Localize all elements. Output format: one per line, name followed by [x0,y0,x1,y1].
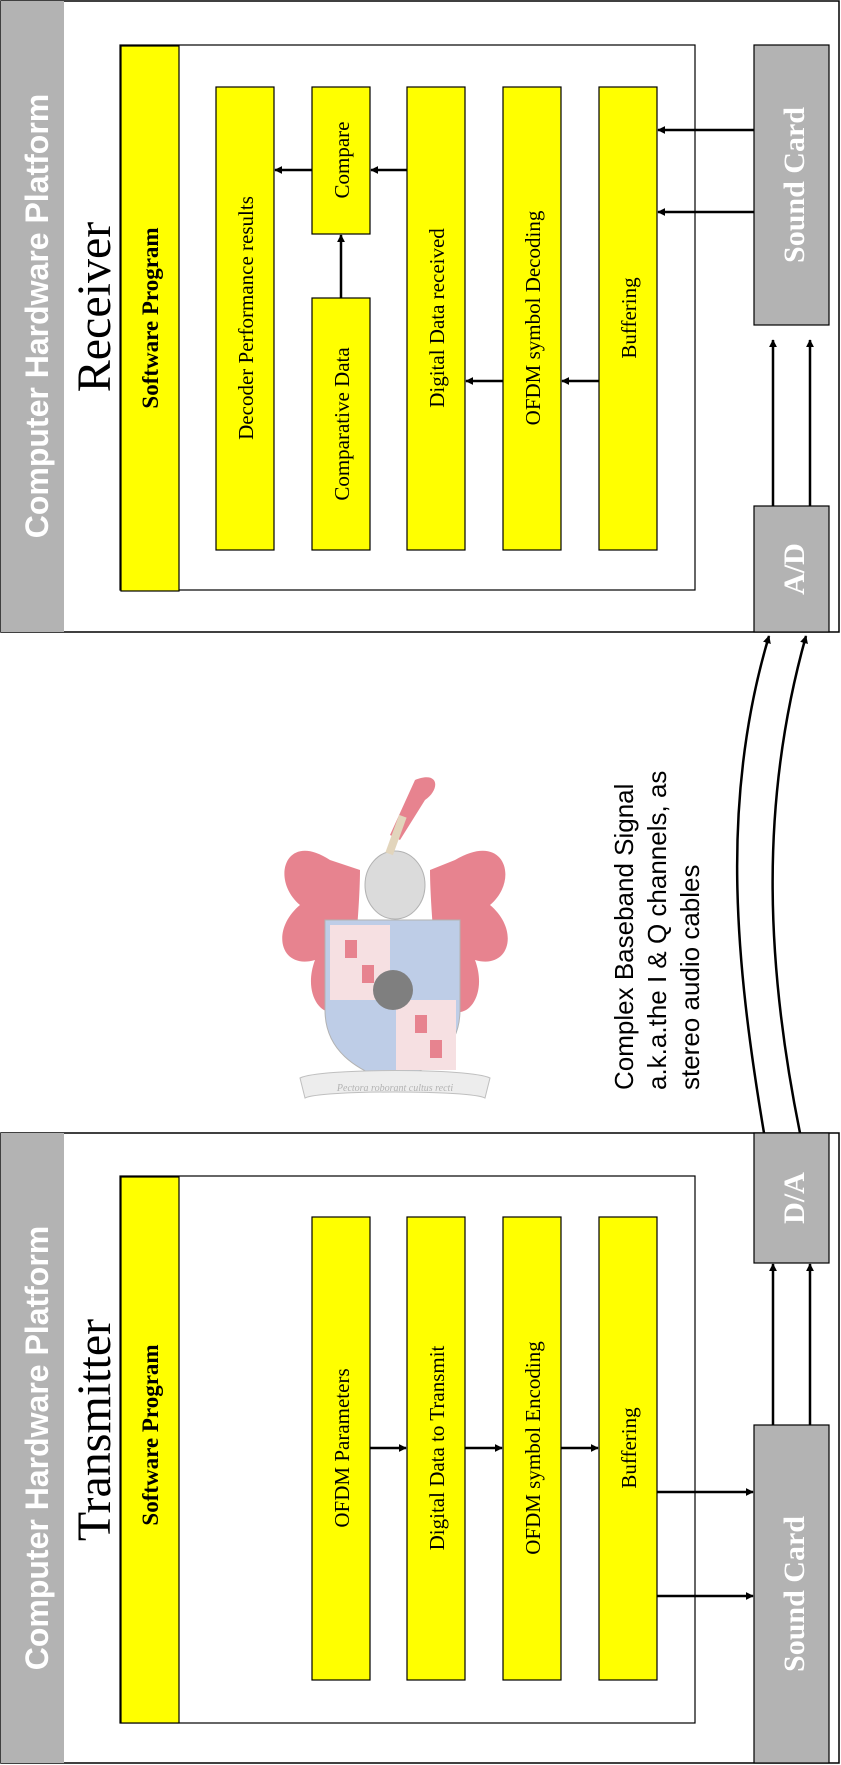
receiver-software-label-box [120,45,180,592]
ofdm-parameters-label: OFDM Parameters [330,1368,354,1527]
crest-tower-1 [345,940,357,958]
receiver-platform-bar [1,1,64,632]
crest-helmet [364,850,426,920]
channel-label: Complex Baseband Signal a.k.a.the I & Q … [609,771,705,1090]
receiver-buffering-block [598,86,658,551]
crest-tower-4 [430,1040,442,1058]
receiver-panel: Computer Hardware Platform Receiver Soft… [0,0,840,633]
crest-motto-ribbon [299,1070,491,1099]
crest-quarter-4 [396,1000,456,1070]
receiver-platform-label: Computer Hardware Platform [19,94,55,539]
crest-tower-2 [362,965,374,983]
crest-motto: Pectora roborant cultus recti [336,1083,453,1094]
stereo-cable-arrows [735,635,808,1134]
crest-torch [385,814,407,856]
crest-tower-3 [415,1015,427,1033]
ofdm-decoding-block [502,86,562,551]
transmitter-software-label: Software Program [138,1344,163,1525]
receiver-title: Receiver [68,222,121,393]
digital-data-received-block [406,86,466,551]
transmitter-flow-arrows [370,1263,814,1600]
transmitter-buffering-label: Buffering [617,1407,641,1489]
decoder-results-block [215,86,275,551]
ofdm-encoding-label: OFDM symbol Encoding [521,1341,545,1555]
transmitter-panel: Computer Hardware Platform Transmitter S… [0,1132,840,1764]
channel-label-line2: a.k.a.the I & Q channels, as [642,771,672,1090]
channel-label-line1: Complex Baseband Signal [609,784,639,1090]
da-converter-label: D/A [778,1172,811,1224]
da-converter [753,1132,830,1264]
receiver-buffering-label: Buffering [617,277,641,359]
transmitter-software-label-box [120,1176,180,1724]
comparative-data-label: Comparative Data [330,347,354,501]
ofdm-parameters-block [311,1216,371,1681]
digital-data-transmit-label: Digital Data to Transmit [425,1345,449,1550]
decoder-results-label: Decoder Performance results [234,196,258,440]
ofdm-decoding-label: OFDM symbol Decoding [521,210,545,425]
channel-label-line3: stereo audio cables [675,865,705,1090]
ofdm-encoding-block [502,1216,562,1681]
transmitter-sound-card-label: Sound Card [778,1516,811,1672]
transmitter-buffering-block [598,1216,658,1681]
ad-converter [753,505,830,633]
receiver-sound-card-label: Sound Card [778,107,811,263]
compare-block [311,86,371,235]
receiver-flow-arrows [274,126,814,506]
transmitter-title: Transmitter [68,1319,121,1541]
university-crest: Pectora roborant cultus recti [282,777,508,1099]
receiver-software-label: Software Program [138,227,163,408]
transmitter-sound-card [753,1424,830,1764]
compare-label: Compare [330,122,354,199]
comparative-data-block [311,297,371,551]
transmitter-platform-bar [1,1133,64,1763]
transmitter-platform-label: Computer Hardware Platform [19,1226,55,1671]
digital-data-received-label: Digital Data received [425,228,449,408]
receiver-sound-card [753,44,830,326]
ad-converter-label: A/D [778,543,811,595]
crest-book [373,970,413,1010]
